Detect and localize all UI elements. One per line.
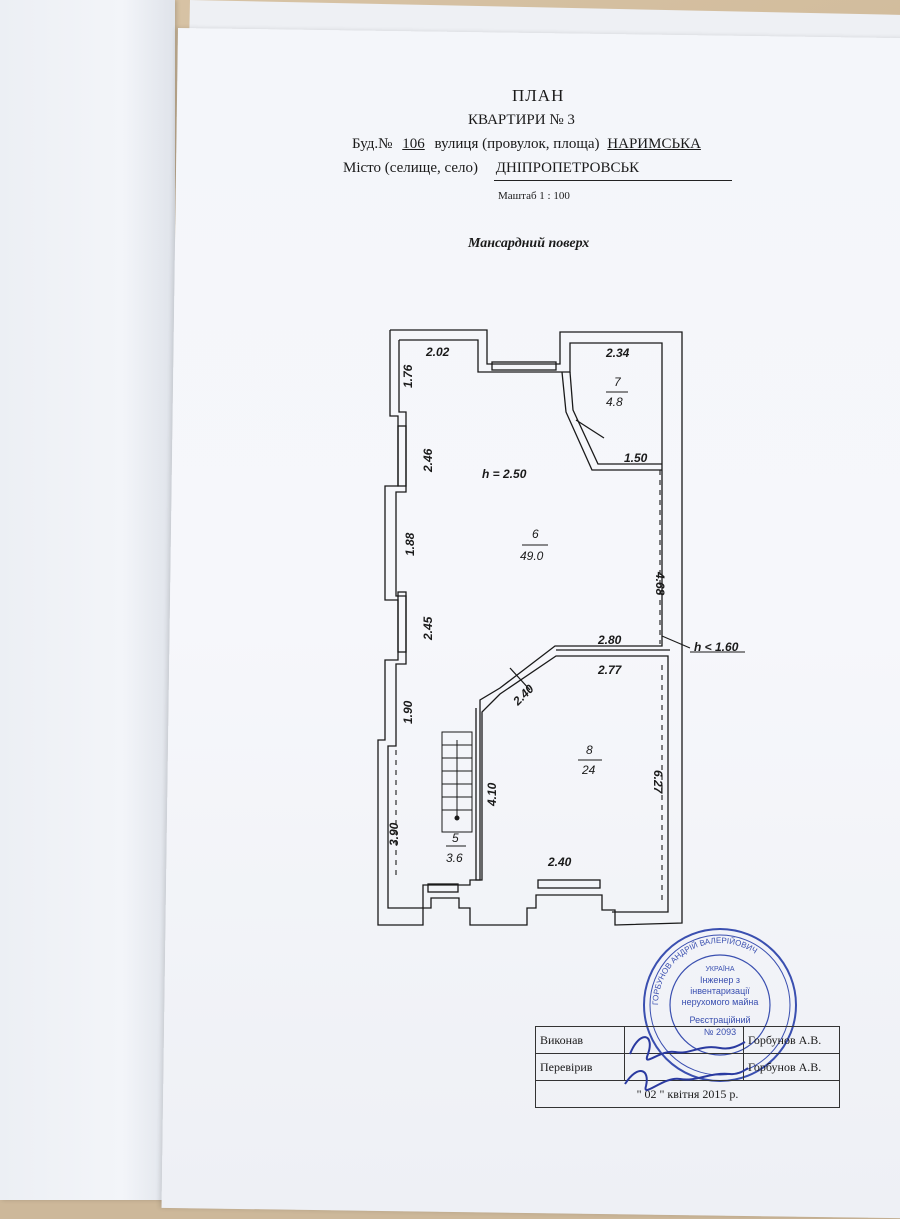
dim-4-68: 4.68	[653, 571, 667, 596]
signature-table: Виконав Горбунов А.В. Перевірив Горбунов…	[535, 1026, 840, 1108]
dim-2-34: 2.34	[605, 346, 630, 360]
dim-2-40-diag: 2.40	[510, 681, 537, 708]
executed-label: Виконав	[535, 1026, 625, 1054]
window-left-1	[397, 425, 407, 487]
city-underline	[494, 180, 732, 181]
checked-label: Перевірив	[535, 1053, 625, 1081]
building-prefix: Буд.№	[352, 136, 393, 152]
plan-title: ПЛАН	[512, 86, 565, 105]
dim-2-40-bottom: 2.40	[547, 855, 572, 869]
dim-1-90: 1.90	[401, 700, 415, 724]
apartment-title: КВАРТИРИ № 3	[468, 112, 575, 128]
checked-name: Горбунов А.В.	[743, 1053, 840, 1081]
left-page	[0, 0, 175, 1200]
dim-2-02: 2.02	[425, 345, 450, 359]
dim-2-46: 2.46	[421, 448, 435, 473]
city-label: Місто (селище, село)	[343, 160, 478, 176]
window-bottom-2	[537, 879, 601, 889]
date-row: " 02 " квітня 2015 р.	[535, 1080, 840, 1108]
handwritten-signatures	[624, 1036, 749, 1091]
dim-2-45: 2.45	[421, 616, 435, 641]
dim-1-50: 1.50	[624, 451, 648, 465]
inner-wall	[387, 339, 663, 909]
signature-1	[629, 1036, 746, 1061]
stamp-line-5: Реєстраційний	[689, 1015, 750, 1025]
scale-label: Маштаб 1 : 100	[498, 190, 570, 202]
window-top	[491, 361, 557, 371]
room-8-number: 8	[586, 743, 593, 757]
stair-frame	[441, 731, 473, 833]
door-7	[575, 419, 605, 439]
room-7-number: 7	[614, 375, 622, 389]
dim-6-27: 6.27	[651, 770, 665, 795]
city-name: ДНІПРОПЕТРОВСЬК	[495, 160, 640, 176]
stamp-line-4: нерухомого майна	[682, 997, 759, 1007]
room-5-area: 3.6	[446, 851, 463, 865]
dim-1-76: 1.76	[401, 364, 415, 388]
height-main: h = 2.50	[482, 467, 527, 481]
street-name: НАРИМСЬКА	[607, 136, 701, 152]
stamp-line-3: інвентаризації	[690, 986, 750, 996]
outer-wall	[377, 329, 683, 926]
walls	[377, 329, 683, 926]
dim-3-90: 3.90	[387, 822, 401, 846]
door-8	[509, 667, 531, 691]
dim-2-77: 2.77	[597, 663, 623, 677]
window-left-2	[397, 591, 407, 653]
executed-row: Виконав Горбунов А.В.	[535, 1026, 840, 1054]
staircase	[441, 731, 473, 833]
dim-2-80: 2.80	[597, 633, 622, 647]
date-cell: " 02 " квітня 2015 р.	[535, 1080, 840, 1108]
room-6-number: 6	[532, 527, 539, 541]
city-line: Місто (селище, село) ДНІПРОПЕТРОВСЬК	[343, 160, 639, 177]
room7-wall-inner	[561, 371, 662, 471]
room7-wall	[569, 371, 662, 465]
height-pointer	[661, 635, 691, 649]
room-7-area: 4.8	[606, 395, 623, 409]
executed-name: Горбунов А.В.	[743, 1026, 840, 1054]
checked-signature	[624, 1053, 744, 1081]
stamp-line-2: Інженер з	[700, 975, 740, 985]
floor-name: Мансардний поверх	[468, 236, 590, 251]
window-bottom-1	[427, 883, 459, 893]
height-low: h < 1.60	[694, 640, 739, 654]
fraction-lines	[446, 391, 628, 847]
dim-4-10: 4.10	[485, 782, 499, 807]
address-line: Буд.№ 106 вулиця (провулок, площа) НАРИМ…	[352, 136, 705, 153]
stamp-line-1: УКРАЇНА	[705, 965, 734, 973]
room-5-number: 5	[452, 831, 459, 845]
checked-row: Перевірив Горбунов А.В.	[535, 1053, 840, 1081]
street-label: вулиця (провулок, площа)	[434, 136, 600, 152]
signature-2	[624, 1067, 749, 1091]
dashed-lines	[395, 470, 663, 900]
room8-wall	[475, 655, 669, 913]
room-8-area: 24	[581, 763, 596, 777]
room-6-area: 49.0	[520, 549, 544, 563]
dim-1-88: 1.88	[403, 532, 417, 556]
building-number: 106	[402, 136, 425, 152]
